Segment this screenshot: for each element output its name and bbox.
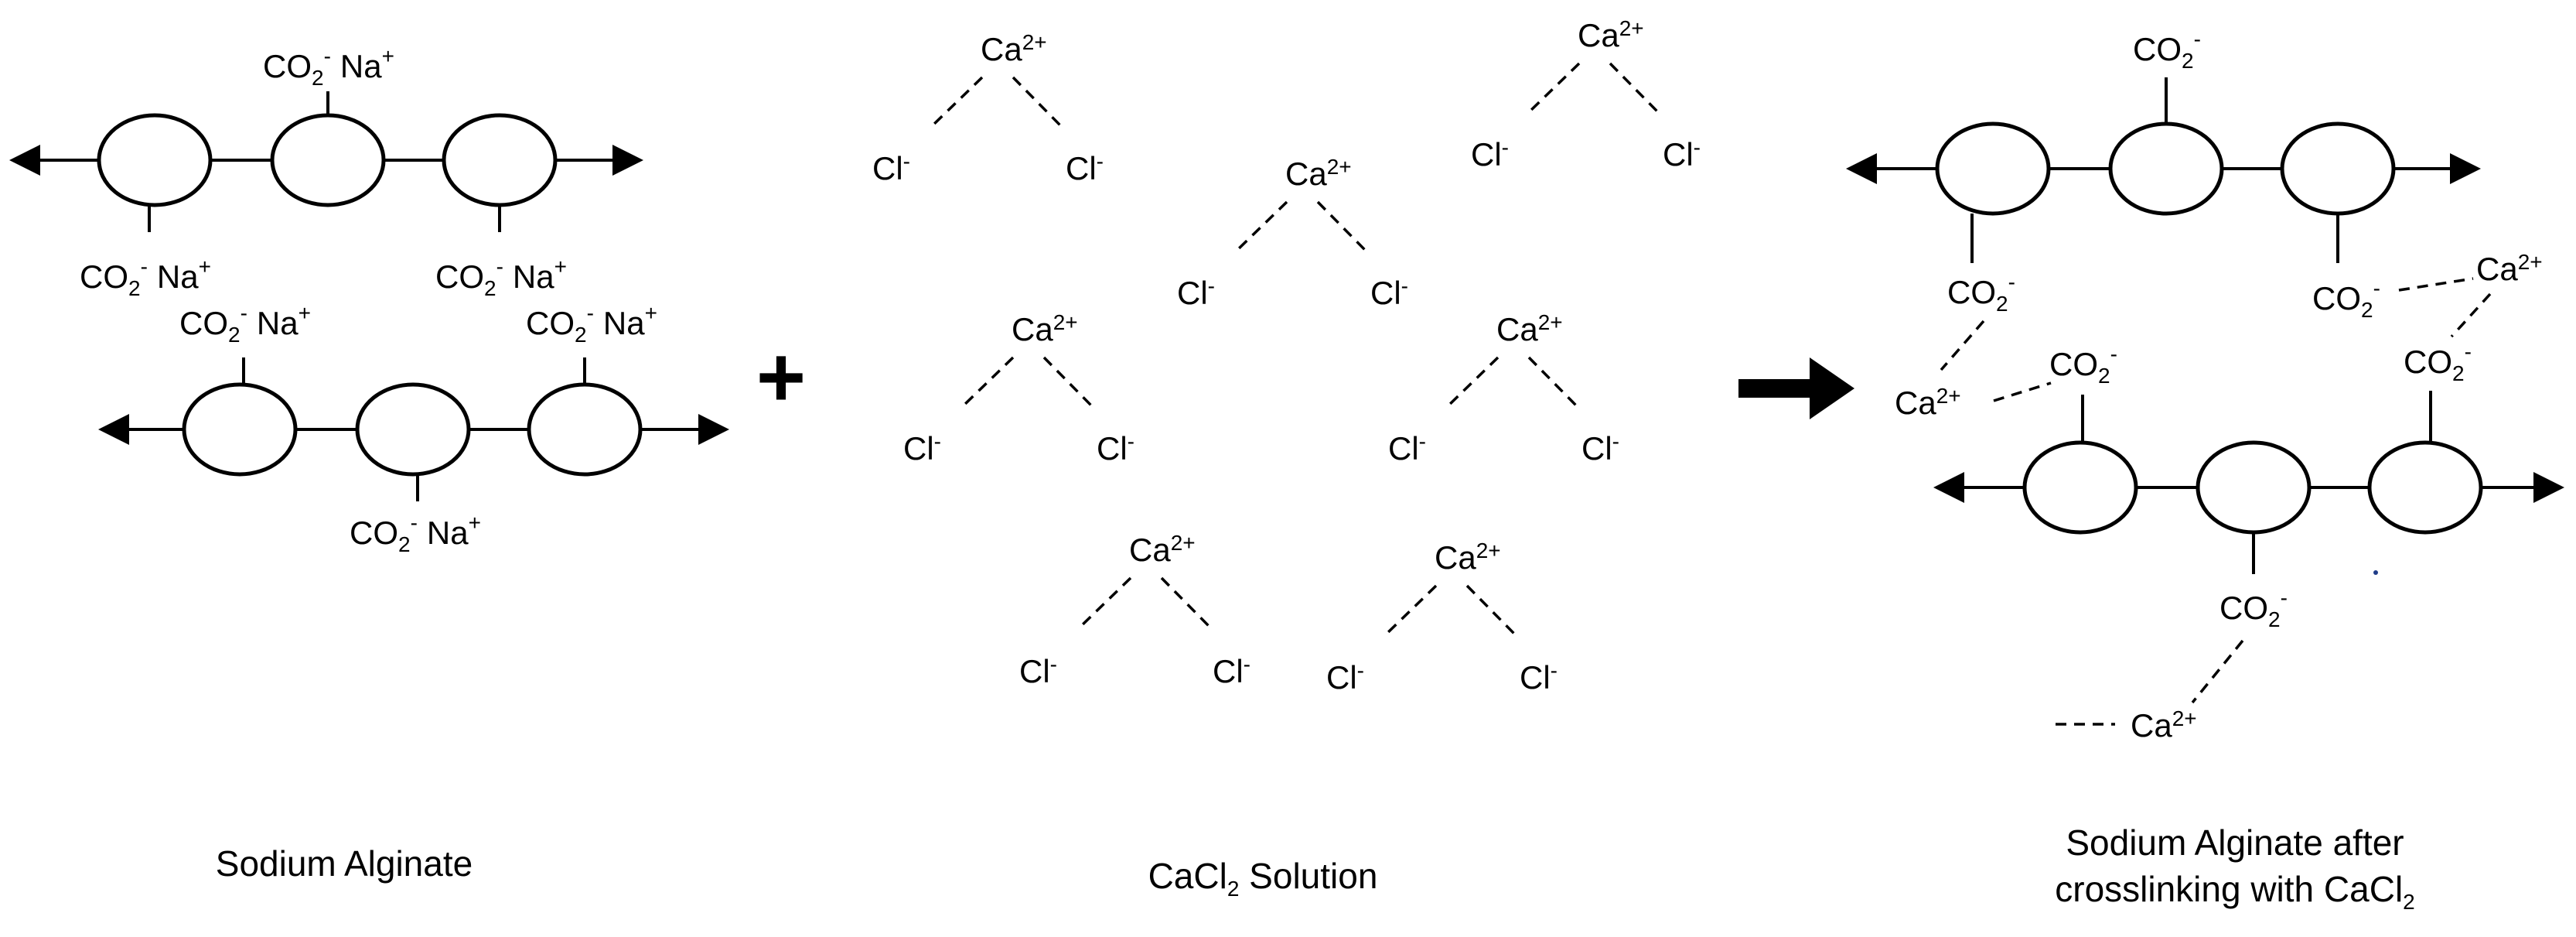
alginate-chain-2 [98,357,729,501]
chloride-ion: Cl- [1177,274,1215,311]
crosslinked-caption-line-1: Sodium Alginate after [2066,822,2404,863]
sodium-alginate-caption: Sodium Alginate [216,843,473,884]
sugar-ring [442,113,558,207]
crosslink-bond [2398,277,2474,292]
ionic-bond [1235,200,1288,252]
plus-sign: + [756,330,806,425]
carboxylate-label: CO2- [2133,27,2201,73]
chloride-ion: Cl- [1019,652,1057,689]
ionic-bond [1079,576,1132,628]
chloride-ion: Cl- [1066,149,1104,186]
calcium-ion: Ca2+ [1496,310,1563,347]
ionic-bond [1316,200,1367,252]
alginate-chain-1 [9,91,643,232]
sugar-ring [2367,440,2483,535]
calcium-ion: Ca2+ [1578,16,1644,53]
chloride-ion: Cl- [1326,658,1364,696]
chloride-ion: Cl- [1581,429,1619,467]
ionic-bond [1609,62,1660,114]
calcium-ion: Ca2+ [1285,155,1352,192]
calcium-crosslink-ion: Ca2+ [2131,706,2197,744]
carboxylate-label: CO2- [2312,276,2380,322]
calcium-ion: Ca2+ [1129,531,1196,568]
stray-dot [2373,570,2378,575]
crosslinked-chain-1 [1846,77,2481,263]
ionic-bond [1384,584,1438,636]
carboxylate-sodium-label: CO2-Na+ [435,255,567,300]
carboxylate-sodium-label: CO2-Na+ [263,44,394,90]
ionic-bond [1042,356,1094,408]
ionic-bond [1446,356,1500,408]
crosslinked-chain-2 [1933,391,2564,574]
sugar-ring [2108,121,2224,216]
carboxylate-sodium-label: CO2-Na+ [350,511,481,556]
carboxylate-label: CO2- [2404,340,2472,385]
sugar-ring [97,113,213,207]
crosslink-bond [1940,320,1985,371]
sugar-ring [2280,121,2396,216]
carboxylate-label: CO2- [1947,270,2015,316]
sugar-ring [270,113,386,207]
ionic-bond [1465,584,1517,636]
ionic-bond [930,76,984,128]
carboxylate-sodium-label: CO2-Na+ [80,255,211,300]
carboxylate-sodium-label: CO2-Na+ [179,301,311,347]
reaction-arrow [1738,357,1854,419]
sugar-ring [2196,440,2312,535]
calcium-ion: Ca2+ [981,30,1047,67]
cacl2-solution-caption: CaCl2 Solution [1148,856,1378,901]
crosslinked-caption-line-2: crosslinking with CaCl2 [2055,869,2415,914]
sugar-ring [1935,121,2051,216]
crosslinked-alginate-panel: CO2- CO2- CO2- Ca2+ Ca2+ CO2- CO2- CO2- … [1846,27,2564,914]
crosslink-bond [2191,639,2244,704]
carboxylate-sodium-label: CO2-Na+ [526,301,657,347]
carboxylate-label: CO2- [2219,586,2288,631]
calcium-ion: Ca2+ [1435,539,1501,576]
chloride-ion: Cl- [1663,135,1701,173]
sodium-alginate-panel: CO2-Na+ CO2-Na+ CO2-Na+ CO2-Na+ CO2-Na+ … [9,44,729,884]
chloride-ion: Cl- [1520,658,1558,696]
chloride-ion: Cl- [1370,274,1408,311]
sugar-ring [355,382,471,477]
chloride-ion: Cl- [1471,135,1509,173]
chloride-ion: Cl- [1388,429,1426,467]
ionic-bond [1160,576,1211,628]
carboxylate-label: CO2- [2049,342,2117,388]
chloride-ion: Cl- [1097,429,1134,467]
calcium-crosslink-ion: Ca2+ [2476,250,2543,287]
crosslink-bond [1993,381,2052,402]
chloride-ion: Cl- [872,149,910,186]
ionic-bond [1527,356,1578,408]
sugar-ring [2022,440,2138,535]
ionic-bond [961,356,1015,408]
cacl2-solution-panel: Ca2+ Cl- Cl- Ca2+ Cl- Cl- Ca2+ Cl- Cl- C… [872,16,1701,901]
calcium-ion: Ca2+ [1012,310,1078,347]
sugar-ring [182,382,298,477]
sugar-ring [527,382,643,477]
calcium-crosslink-ion: Ca2+ [1895,384,1961,421]
chloride-ion: Cl- [1213,652,1250,689]
ionic-bond [1012,76,1063,128]
chloride-ion: Cl- [903,429,941,467]
ionic-bond [1527,62,1581,114]
crosslink-bond [2450,292,2492,338]
